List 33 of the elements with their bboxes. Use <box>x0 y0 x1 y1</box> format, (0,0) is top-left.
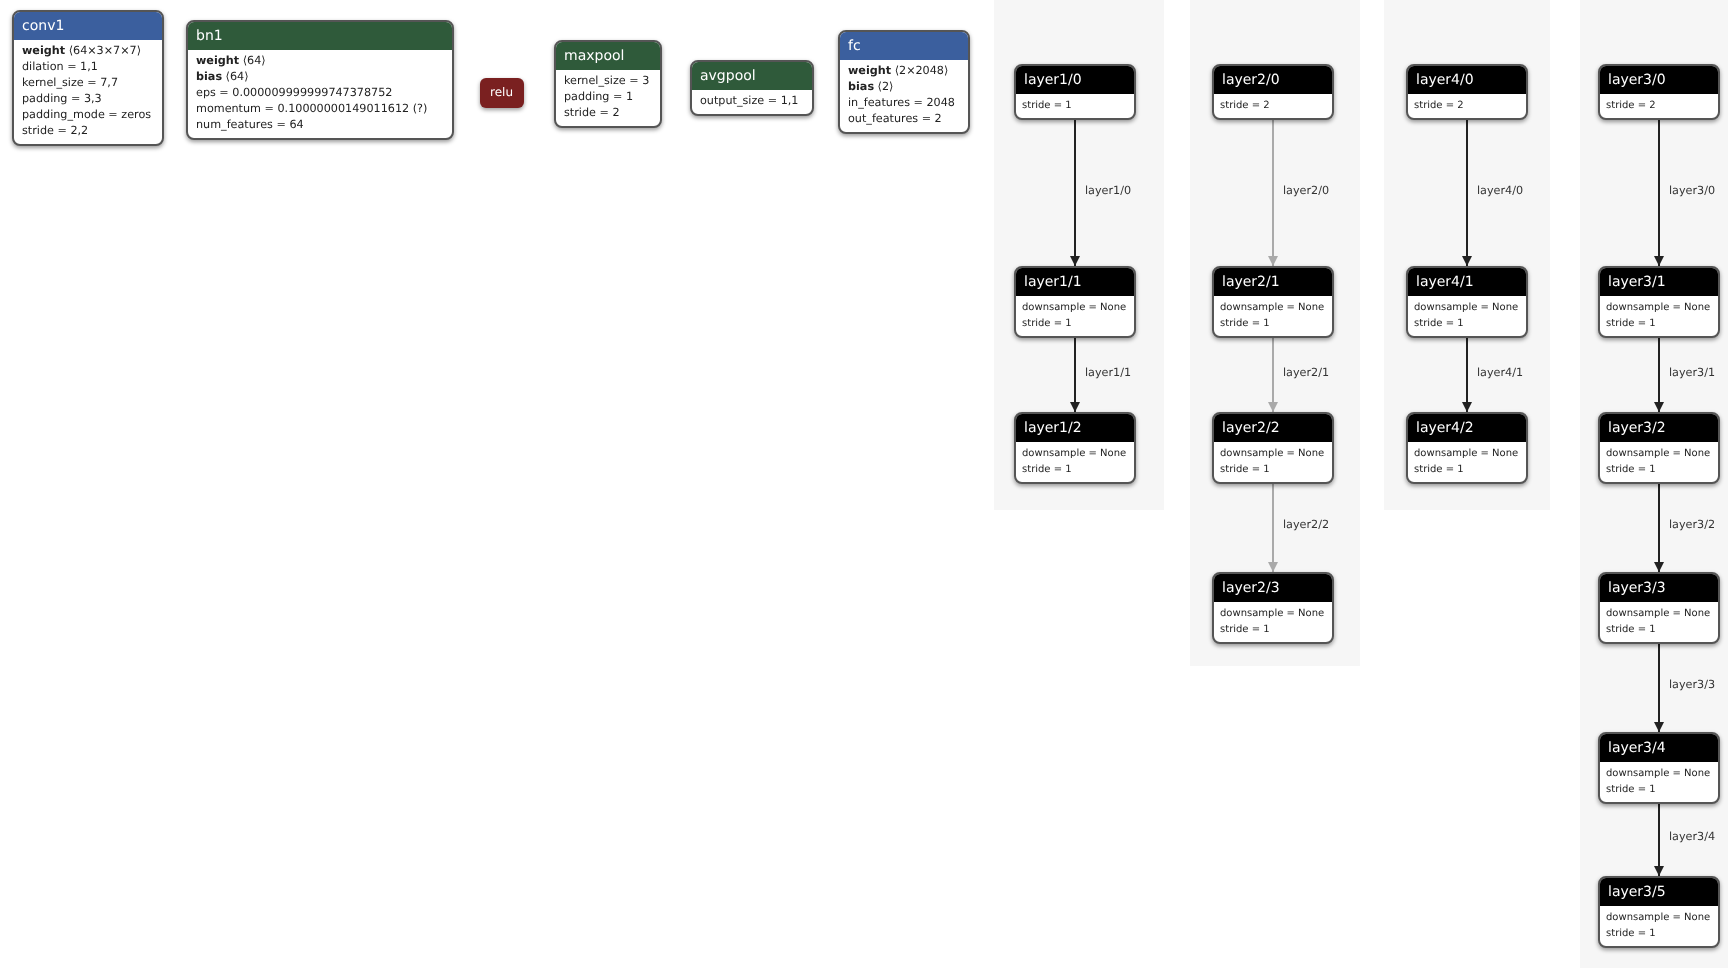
block-node <box>1406 412 1528 484</box>
arrow <box>1268 119 1278 267</box>
block-node <box>1598 876 1720 948</box>
block-node <box>1212 266 1334 338</box>
block-node <box>1598 266 1720 338</box>
arrow <box>1654 119 1664 267</box>
block-node <box>1598 412 1720 484</box>
arrow <box>1462 119 1472 267</box>
arrow <box>1268 483 1278 573</box>
layer-node <box>554 40 662 128</box>
arrow <box>1268 337 1278 413</box>
arrow <box>1654 643 1664 733</box>
layer-node <box>186 20 454 140</box>
block-node <box>1406 266 1528 338</box>
layer-node <box>12 10 164 146</box>
block-node <box>1598 64 1720 120</box>
arrow <box>1654 483 1664 573</box>
block-node <box>1014 64 1136 120</box>
layer-node <box>690 60 814 116</box>
arrow <box>1654 803 1664 877</box>
block-node <box>1598 572 1720 644</box>
block-node <box>1212 412 1334 484</box>
block-node <box>1212 64 1334 120</box>
block-node <box>1014 412 1136 484</box>
block-node <box>1212 572 1334 644</box>
arrow <box>1070 119 1080 267</box>
arrow <box>1654 337 1664 413</box>
block-node <box>1014 266 1136 338</box>
arrow <box>1462 337 1472 413</box>
layer-node <box>838 30 970 134</box>
arrow <box>1070 337 1080 413</box>
block-node <box>1598 732 1720 804</box>
block-node <box>1406 64 1528 120</box>
